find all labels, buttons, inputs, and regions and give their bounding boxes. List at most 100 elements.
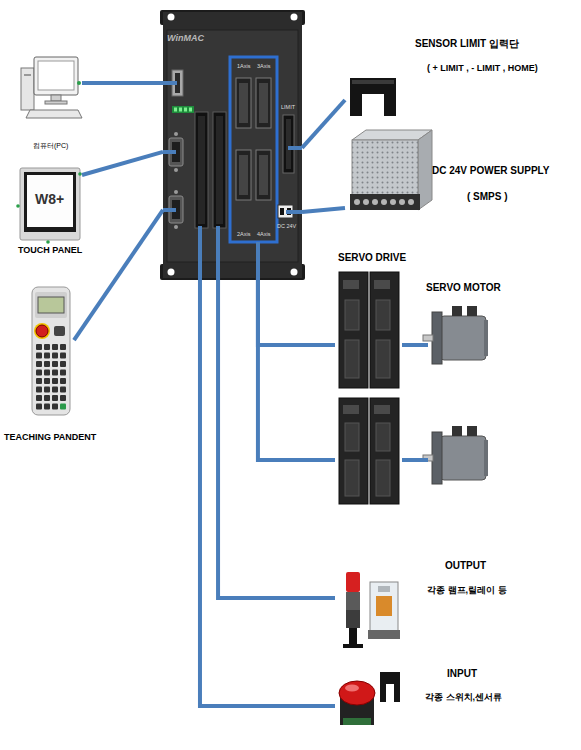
cable-stub (163, 81, 177, 85)
touch-panel-illustration (16, 168, 82, 244)
servo-motor-box: SERVO MOTOR (428, 284, 500, 372)
signal-lamp-relay-illustration (349, 628, 357, 646)
teaching-pendant-illustration (44, 353, 50, 359)
controller-illustration (256, 150, 271, 200)
servo-drive-illustration (376, 300, 390, 330)
switch-sensor-illustration (339, 672, 400, 725)
photo-sensor-illustration (350, 78, 396, 116)
port-label: LIMIT (281, 105, 295, 111)
servo-motor-illustration (452, 426, 462, 436)
servo-drive-illustration (376, 423, 390, 451)
servo-drive-illustration (339, 398, 368, 504)
photo-sensor-illustration (350, 78, 396, 116)
power-supply-illustration (381, 199, 387, 205)
computer-illustration (45, 101, 67, 104)
photo-sensor-illustration (352, 80, 394, 84)
servo-drive-illustration (339, 272, 368, 388)
servo-drive-illustration (370, 398, 399, 504)
cable-stub (256, 242, 260, 278)
controller-illustration (283, 115, 294, 173)
port-label: 1Axis (237, 64, 250, 70)
device-name: DC 24V POWER SUPPLY (432, 165, 549, 177)
computer-illustration (77, 81, 81, 85)
touch-panel-illustration (20, 168, 80, 240)
controller-illustration (236, 78, 251, 128)
teaching-pendant-illustration (36, 378, 42, 384)
touch-panel-illustration (27, 175, 73, 227)
teaching-pendant-illustration (52, 370, 58, 376)
controller-illustration (168, 269, 175, 276)
cable-stub (163, 150, 176, 154)
cable-stub (216, 226, 220, 278)
teaching-pendant-illustration (36, 353, 42, 359)
cable-line (82, 152, 163, 175)
servo-motor-illustration (484, 320, 488, 356)
device-name: SERVO MOTOR (426, 282, 501, 294)
teaching-pendant-illustration (38, 297, 64, 313)
teaching-pendant-illustration (52, 353, 58, 359)
teaching-pendant-box: TEACHING PANDENT (28, 283, 74, 446)
teaching-pendant-illustration (60, 378, 66, 384)
device-name: 컴퓨터(PC) (33, 142, 68, 150)
controller-illustration (291, 269, 298, 276)
servo-motor-illustration (423, 455, 433, 461)
teaching-pendant-illustration (44, 344, 50, 350)
servo-drive-illustration (339, 272, 399, 504)
power-supply-illustration (363, 199, 369, 205)
teaching-pendant-illustration (52, 404, 58, 410)
device-name: INPUT (447, 668, 477, 680)
port-label: 2Axis (237, 232, 250, 238)
device-note: ( SMPS ) (467, 191, 508, 203)
teaching-pendant-illustration (35, 292, 67, 318)
cable-line (402, 458, 428, 462)
controller-illustration (174, 168, 178, 172)
device-name: SERVO DRIVE (338, 252, 406, 264)
servo-drive-illustration (370, 272, 399, 388)
teaching-pendant-illustration (52, 395, 58, 401)
signal-lamp-relay-illustration (346, 610, 360, 628)
teaching-pendant-illustration (44, 404, 50, 410)
port-label: DC 24V (277, 224, 296, 230)
teaching-pendant-illustration (36, 344, 66, 410)
output-device-box: OUTPUT각종 램프,릴레이 등 (335, 555, 575, 650)
cable-line (258, 278, 335, 345)
servo-motor-illustration (484, 440, 488, 476)
controller-illustration (174, 225, 178, 229)
power-supply-illustration (350, 130, 432, 210)
power-supply-illustration (390, 199, 396, 205)
cable-line (302, 100, 345, 148)
teaching-pendant-illustration (36, 404, 42, 410)
device-name: TEACHING PANDENT (4, 432, 96, 443)
switch-sensor-illustration (339, 681, 375, 705)
cable-stub (163, 208, 176, 212)
power-supply-illustration (399, 199, 405, 205)
teaching-pendant-illustration (60, 404, 66, 410)
teaching-pendant-illustration (60, 353, 66, 359)
servo-drive-illustration (345, 300, 359, 330)
signal-lamp-relay-illustration (343, 572, 400, 648)
power-supply-illustration (418, 130, 432, 210)
device-name: WinMAC (167, 33, 204, 44)
signal-lamp-relay-illustration (378, 586, 390, 592)
teaching-pendant-illustration (36, 344, 42, 350)
controller-illustration (168, 14, 175, 21)
cable-line (302, 208, 345, 212)
switch-sensor-illustration (345, 685, 359, 692)
cable-line (402, 343, 428, 347)
computer-illustration (24, 74, 31, 76)
servo-drive-illustration (345, 340, 359, 378)
power-supply-illustration (372, 199, 378, 205)
switch-sensor-illustration (343, 718, 371, 725)
servo-drive-illustration (345, 460, 359, 496)
controller-illustration (174, 108, 177, 112)
teaching-pendant-illustration (52, 387, 58, 393)
servo-motor-illustration (467, 306, 477, 316)
cable-stub (288, 146, 302, 150)
cable-stub (286, 210, 302, 214)
servo-drive-box (335, 395, 402, 505)
servo-motor-box (428, 425, 500, 495)
servo-drive-illustration (343, 280, 359, 289)
power-supply-illustration (352, 140, 418, 196)
teaching-pendant-illustration (44, 387, 50, 393)
controller-illustration (213, 112, 226, 228)
